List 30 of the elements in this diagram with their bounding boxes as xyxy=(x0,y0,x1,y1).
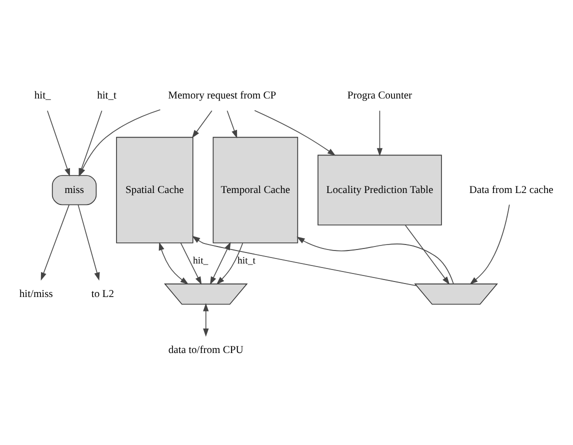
edge-label: hit_t xyxy=(238,255,256,266)
arrow xyxy=(180,242,202,284)
node-box: Locality Prediction Table xyxy=(318,154,442,225)
arrow xyxy=(254,110,336,156)
node-text: hit_t xyxy=(97,90,116,102)
arrow xyxy=(296,236,454,284)
node-text: to L2 xyxy=(91,288,114,300)
arrow xyxy=(47,110,70,176)
node-trapezoid xyxy=(164,283,248,304)
arrow xyxy=(376,110,383,156)
node-trapezoid xyxy=(414,283,498,304)
arrow xyxy=(203,302,209,336)
arrow xyxy=(192,110,212,138)
node-text: hit_ xyxy=(34,90,51,102)
node-box: Spatial Cache xyxy=(116,136,194,243)
node-text: hit/miss xyxy=(19,288,53,300)
arrow xyxy=(40,204,70,280)
arrow xyxy=(192,235,417,286)
arrow xyxy=(470,204,510,284)
node-text: Data from L2 cache xyxy=(469,184,554,196)
arrow xyxy=(78,204,100,280)
node-text: data to/from CPU xyxy=(168,344,244,356)
node-text: Memory request from CP xyxy=(168,90,276,102)
node-box: Temporal Cache xyxy=(212,136,298,243)
node-box: miss xyxy=(52,174,97,205)
arrow xyxy=(158,242,189,284)
edge-label: hit_ xyxy=(193,255,208,266)
arrow xyxy=(404,224,450,284)
arrow xyxy=(226,110,238,138)
node-text: Progra Counter xyxy=(347,90,412,102)
